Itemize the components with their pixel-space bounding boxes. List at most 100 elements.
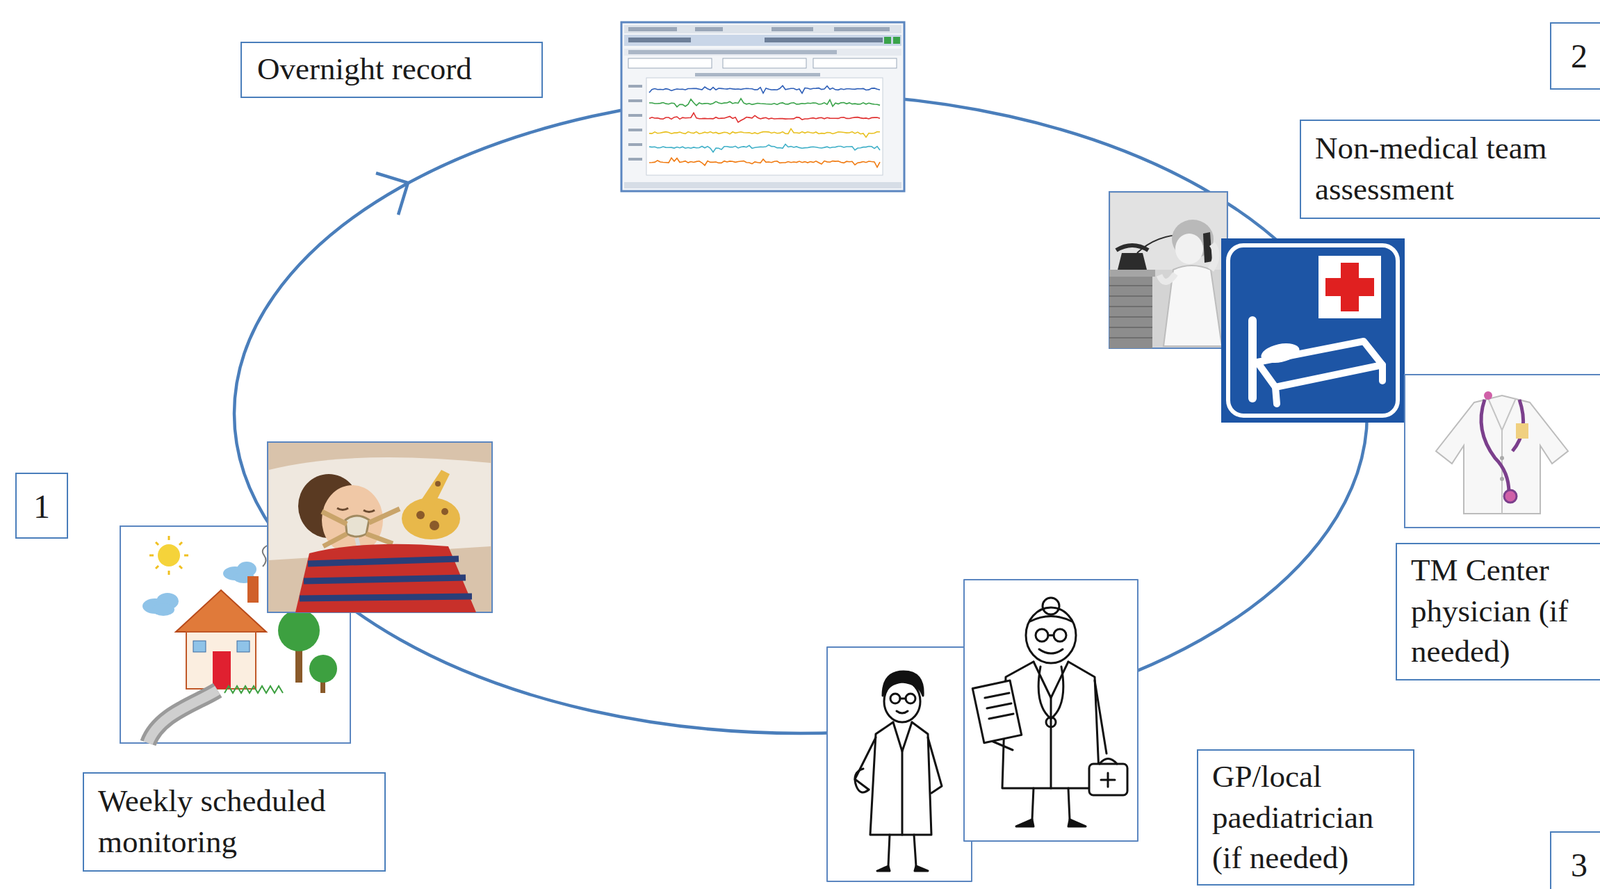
home-drawing	[237, 640, 250, 652]
child-photo	[307, 558, 459, 564]
male-doctor-drawing	[1030, 616, 1072, 623]
male-doctor-drawing	[1100, 779, 1115, 782]
box-label: Weekly scheduled monitoring	[98, 780, 374, 862]
female-doctor-drawing	[905, 693, 916, 704]
home-drawing	[168, 570, 171, 575]
male-doctor-drawing	[1042, 597, 1060, 615]
record-screenshot	[628, 50, 837, 55]
female-doctor-drawing	[913, 834, 917, 867]
home-drawing	[148, 690, 218, 744]
male-doctor-drawing	[1053, 629, 1067, 642]
child-photo	[295, 544, 477, 613]
home-drawing	[224, 686, 283, 693]
axis-tick	[628, 157, 643, 161]
female-doctor-drawing	[900, 697, 906, 700]
text-box: Non-medical team assessment	[1299, 119, 1600, 219]
home-drawing	[278, 609, 320, 652]
axis-tick	[628, 128, 643, 132]
home-drawing	[193, 640, 206, 652]
signal-trace	[649, 112, 880, 122]
hospital-sign	[1221, 238, 1405, 423]
record-screenshot	[834, 27, 890, 32]
female-doctor-drawing	[888, 834, 890, 867]
record-screenshot	[813, 58, 897, 69]
female-doctor-drawing	[890, 693, 901, 704]
male-doctor-drawing	[1038, 666, 1064, 719]
box-label: 3	[1570, 843, 1600, 887]
female-doctor-drawing	[882, 671, 924, 696]
coat-photo	[1499, 476, 1505, 481]
signal-trace	[649, 98, 880, 108]
record-screenshot	[628, 58, 712, 69]
box-label: 1	[16, 485, 67, 529]
coat-photo	[1404, 374, 1600, 528]
record-screenshot	[695, 27, 723, 32]
signal-trace	[649, 128, 880, 137]
signal-trace	[649, 143, 880, 152]
home-drawing	[148, 690, 218, 744]
record-screenshot	[624, 25, 902, 34]
record-screenshot	[764, 37, 883, 43]
record-screenshot	[621, 22, 905, 192]
hospital-sign	[1221, 238, 1405, 423]
record-screenshot	[624, 182, 902, 189]
text-box: GP/local paediatrician (if needed)	[1196, 749, 1415, 886]
phone-photo	[1109, 326, 1153, 329]
male-doctor-drawing	[1035, 629, 1049, 642]
phone-photo	[1109, 269, 1156, 277]
female-doctor-drawing	[854, 768, 869, 793]
male-doctor-drawing	[1068, 819, 1086, 827]
male-doctor-drawing	[1039, 649, 1063, 654]
coat-photo	[1435, 395, 1569, 514]
record-screenshot	[628, 27, 677, 32]
home-drawing	[149, 554, 154, 557]
axis-tick	[628, 143, 643, 146]
hospital-sign	[1228, 245, 1398, 416]
hospital-sign	[1259, 339, 1302, 366]
phone-photo	[1175, 233, 1204, 265]
hospital-sign	[1275, 387, 1277, 404]
child-photo	[267, 442, 493, 613]
callout-number: 3	[1549, 831, 1600, 889]
child-photo	[337, 508, 349, 511]
hospital-sign	[1325, 278, 1375, 297]
coat-photo	[1483, 391, 1493, 400]
home-drawing	[179, 542, 183, 545]
phone-photo	[1159, 273, 1176, 283]
record-screenshot	[695, 72, 821, 77]
female-doctor-drawing	[914, 866, 928, 871]
coat-photo	[1515, 423, 1529, 439]
female-doctor-drawing	[884, 680, 921, 723]
phone-photo	[1109, 191, 1228, 349]
box-label: GP/local paediatrician (if needed)	[1212, 756, 1404, 879]
male-doctor-drawing	[1089, 763, 1128, 796]
phone-photo	[1117, 252, 1147, 270]
male-doctor-drawing	[984, 692, 1010, 698]
child-photo	[420, 469, 450, 505]
home-drawing	[175, 590, 267, 632]
child-photo	[321, 508, 400, 547]
home-drawing	[309, 654, 338, 683]
male-doctor-drawing	[1099, 758, 1117, 765]
home-drawing	[152, 603, 175, 616]
male-doctor-drawing	[1046, 717, 1056, 728]
male-doctor-drawing	[1025, 607, 1076, 664]
coat-photo	[1501, 430, 1503, 514]
male-doctor-drawing	[986, 703, 1012, 709]
box-label: Overnight record	[257, 48, 528, 90]
child-photo	[429, 520, 440, 531]
male-doctor-drawing	[989, 713, 1014, 719]
coat-photo	[1481, 399, 1509, 493]
signal-trace	[649, 85, 880, 94]
box-label: TM Center physician (if needed)	[1410, 549, 1592, 673]
child-photo	[441, 508, 449, 516]
phone-photo	[1109, 337, 1153, 339]
text-box: Weekly scheduled monitoring	[82, 772, 386, 872]
record-screenshot	[624, 34, 902, 46]
female-doctor-drawing	[896, 711, 908, 714]
home-drawing	[149, 535, 189, 575]
record-screenshot	[646, 77, 883, 176]
child-photo	[303, 577, 466, 582]
home-drawing	[157, 544, 181, 567]
male-doctor-drawing	[964, 579, 1138, 842]
